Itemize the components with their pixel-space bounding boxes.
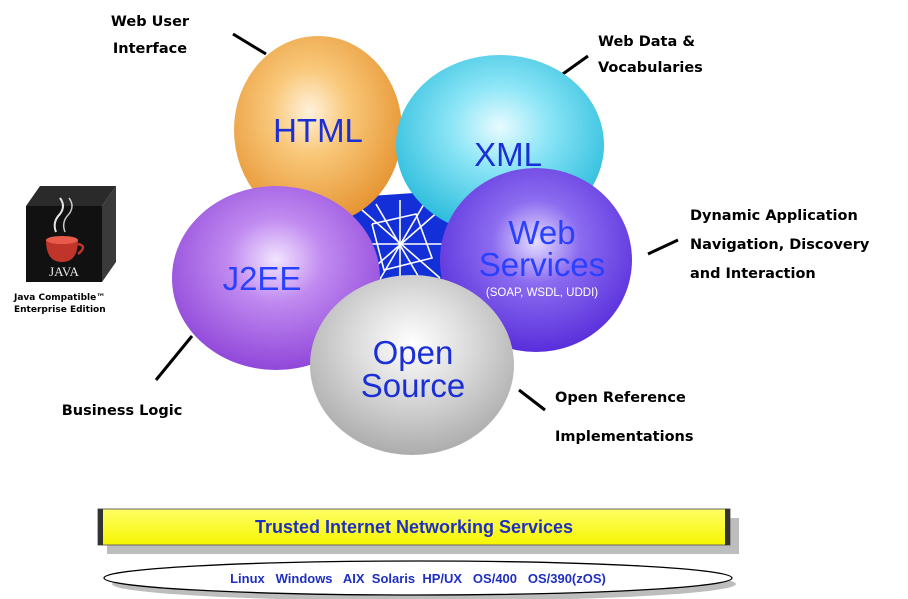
banner-left-edge [98, 509, 103, 545]
xml-label: XML [474, 136, 542, 173]
callout-line-2: Vocabularies [598, 60, 703, 76]
banner-right-edge [725, 509, 730, 545]
callout-line-3: and Interaction [690, 266, 816, 282]
open-source-sphere-body [310, 275, 514, 455]
callout-line-1: Web User [111, 14, 190, 30]
callout-line-1: Dynamic Application [690, 208, 858, 224]
open-source-label-line-2: Source [361, 367, 466, 404]
callout-text: Business Logic [62, 403, 183, 419]
web-services-protocols: (SOAP, WSDL, UDDI) [486, 287, 598, 299]
pointer-line [647, 238, 679, 256]
banner-label: Trusted Internet Networking Services [255, 517, 573, 537]
callout-line-2: Implementations [555, 429, 694, 445]
callout-open-reference: Open Reference Implementations [518, 388, 694, 445]
callout-business-logic: Business Logic [62, 335, 194, 419]
pointer-line [559, 54, 589, 78]
j2ee-label: J2EE [223, 260, 302, 297]
java-label: JAVA [49, 264, 79, 279]
pointer-line [518, 388, 546, 412]
html-label: HTML [273, 112, 363, 149]
os-platforms-label: Linux Windows AIX Solaris HP/UX OS/400 O… [230, 571, 606, 586]
pointer-line [154, 335, 194, 381]
callout-web-user-interface: Web User Interface [111, 14, 267, 57]
logo-side-bevel [102, 186, 116, 282]
logo-caption-line-1: Java Compatible™ [13, 293, 105, 303]
web-services-label-line-1: Web [508, 214, 575, 251]
pointer-line [232, 32, 267, 56]
os-bar-ellipse [103, 560, 733, 596]
banner-box [97, 508, 731, 546]
callout-line-1: Web Data & [598, 34, 695, 50]
logo-caption-line-2: Enterprise Edition [14, 305, 106, 315]
os-platforms-bar: Linux Windows AIX Solaris HP/UX OS/400 O… [103, 560, 736, 599]
callout-dynamic-application: Dynamic Application Navigation, Discover… [647, 208, 870, 282]
web-services-label-line-2: Services [479, 246, 606, 283]
coffee-cup-icon [46, 197, 85, 262]
open-source-sphere: Open Source [310, 275, 514, 455]
callout-line-2: Navigation, Discovery [690, 237, 870, 253]
html-sphere: HTML [234, 36, 402, 224]
open-source-label-line-1: Open [373, 334, 454, 371]
html-sphere-body [234, 36, 402, 224]
trusted-services-banner: Trusted Internet Networking Services [97, 508, 739, 554]
callout-line-1: Open Reference [555, 390, 686, 406]
logo-top-bevel [26, 186, 116, 206]
callout-web-data-vocabularies: Web Data & Vocabularies [559, 34, 703, 78]
callout-line-2: Interface [113, 41, 187, 57]
java-compatible-logo: JAVA Java Compatible™ Enterprise Edition [13, 186, 116, 315]
